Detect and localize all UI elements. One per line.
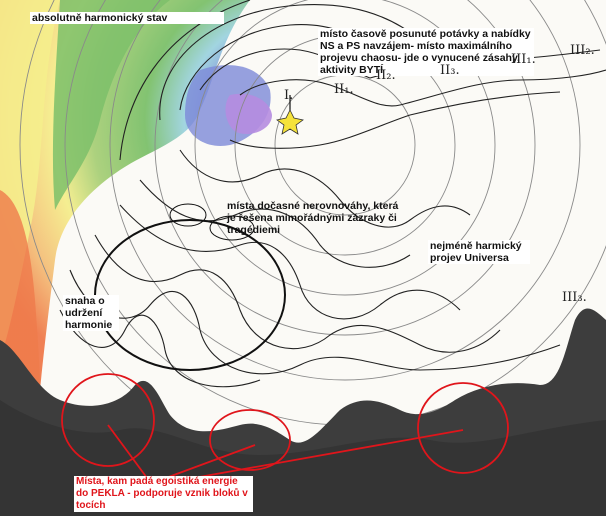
imbalance-ovals [169,203,255,241]
label-time-shift: místo časově posunuté potávky a nabídky … [318,28,534,76]
mark-II3: II₃. [440,63,460,78]
mark-II2: II₂. [376,68,396,83]
color-field [0,0,272,400]
label-absolute-state: absolutně harmonický stav [30,12,224,24]
contour-lines [59,0,606,388]
center-star [276,109,304,135]
label-hell-places: Místa, kam padá egoistiká energie do PEK… [74,476,253,512]
mark-III3: III₃. [562,290,587,305]
mark-III1: III₁. [511,52,536,67]
label-temporary-imbalance: místa dočasné nerovnováhy, která je řeše… [227,200,399,236]
mark-III2: III₂. [570,43,595,58]
hell-markers [61,373,509,485]
harmony-ellipse [94,219,286,371]
mark-II1: II₁. [334,82,354,97]
label-keep-harmony: snaha o udržení harmonie [63,295,119,331]
label-least-harmonic: nejméně harmický projev Universa [428,240,530,264]
mark-I: I. [284,88,294,103]
